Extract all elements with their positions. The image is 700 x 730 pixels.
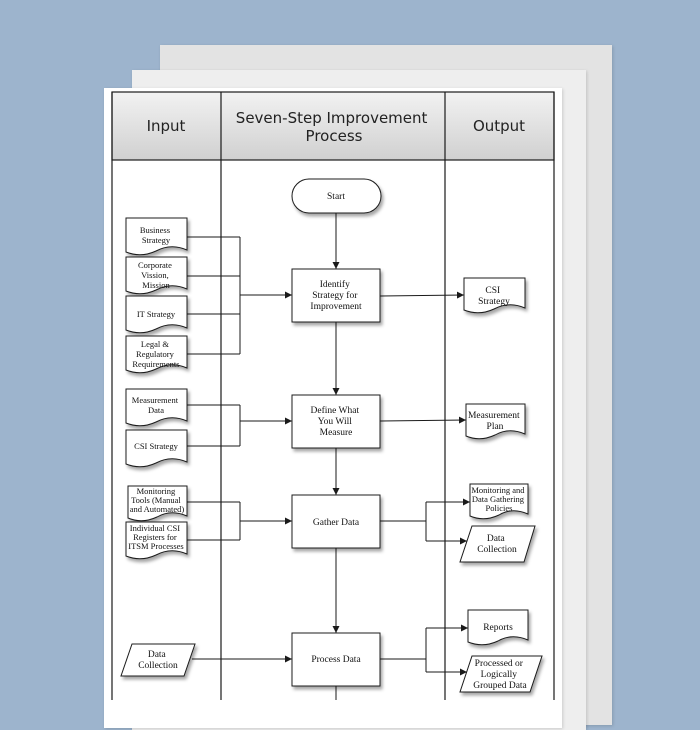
svg-text:Data Collection: Data Collection — [477, 534, 517, 555]
header-input: Input — [147, 117, 186, 135]
input-corporate-vision: Corporate Vission, Mission — [125, 256, 188, 295]
output-measurement-plan: Measurement Plan — [465, 403, 526, 440]
svg-text:Measurement Plan: Measurement Plan — [468, 411, 522, 432]
svg-text:Measurement Data: Measurement Data — [132, 395, 180, 415]
connectors — [187, 213, 470, 700]
gather-data-box: Gather Data — [291, 494, 381, 549]
svg-text:Processed or Logically: Processed or Logically Grouped Data — [473, 659, 527, 691]
header-process: Seven-Step Improvement Process — [236, 109, 432, 145]
output-reports: Reports — [467, 609, 529, 646]
svg-text:Reports: Reports — [483, 623, 513, 633]
output-processed-data: Processed or Logically Grouped Data — [459, 655, 543, 693]
input-csi-strategy: CSI Strategy — [125, 429, 188, 468]
input-individual-csi-registers: Individual CSI Registers for ITSM Proces… — [125, 521, 188, 560]
input-measurement-data: Measurement Data — [125, 388, 188, 427]
header-output: Output — [473, 117, 525, 135]
svg-text:Data Collection: Data Collection — [138, 650, 178, 671]
identify-strategy-box: Identify Strategy for Improvement — [291, 268, 381, 323]
svg-text:Business Strategy: Business Strategy — [140, 225, 172, 245]
svg-text:Process Data: Process Data — [311, 655, 361, 665]
output-data-collection: Data Collection — [459, 525, 536, 563]
input-monitoring-tools: Monitoring Tools (Manual and Automated) — [127, 485, 188, 522]
input-it-strategy: IT Strategy — [125, 295, 188, 334]
improvement-flowchart: Input Seven-Step Improvement Process Out… — [111, 91, 555, 700]
svg-text:Corporate Vission,: Corporate Vission, Mission — [138, 260, 174, 290]
svg-text:Start: Start — [327, 192, 345, 202]
svg-text:Monitoring and Data Gath: Monitoring and Data Gathering Policies — [471, 485, 526, 513]
input-data-collection: Data Collection — [120, 643, 196, 677]
define-measure-box: Define What You Will Measure — [291, 394, 381, 449]
svg-text:CSI Strategy: CSI Strategy — [478, 286, 510, 307]
svg-text:IT Strategy: IT Strategy — [137, 309, 176, 319]
svg-text:CSI Strategy: CSI Strategy — [134, 441, 178, 451]
output-csi-strategy: CSI Strategy — [463, 277, 526, 314]
process-data-box: Process Data — [291, 632, 381, 687]
output-monitoring-policies: Monitoring and Data Gathering Policies — [469, 483, 529, 520]
input-legal-regulatory: Legal & Regulatory Requirements — [125, 335, 188, 374]
svg-text:Gather Data: Gather Data — [313, 518, 360, 528]
svg-text:Identify Strategy for: Identify Strategy for Improvement — [310, 279, 362, 312]
input-business-strategy: Business Strategy — [125, 217, 188, 256]
svg-text:Legal & Regulatory: Legal & Regulatory Requirements — [132, 339, 179, 369]
svg-text:Individual CSI Registers: Individual CSI Registers for ITSM Proces… — [128, 523, 183, 551]
start-terminator: Start — [291, 178, 382, 214]
svg-text:Monitoring Tools (Manual: Monitoring Tools (Manual and Automated) — [130, 486, 185, 514]
swimlane-frame — [111, 91, 555, 700]
svg-text:Define What You Will: Define What You Will Measure — [311, 405, 362, 438]
